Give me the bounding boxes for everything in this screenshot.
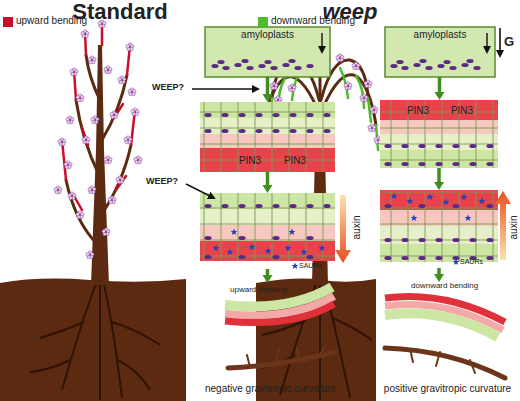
arrow-shaft <box>266 269 270 276</box>
node-label: SAURs <box>460 258 498 266</box>
node-label: PIN3 <box>275 155 315 166</box>
arrow-head <box>434 274 444 282</box>
amyloplast-box: amyloplasts <box>205 27 330 77</box>
arrow-head <box>434 182 444 190</box>
node-label: PIN3 <box>442 105 482 116</box>
arrow-shaft <box>437 168 441 183</box>
gravity-label: G <box>504 35 518 49</box>
node-label: upward bending <box>230 286 310 295</box>
flow-arrow <box>263 77 273 102</box>
legend-swatch <box>258 17 268 27</box>
legend-text: upward bending <box>16 15 87 26</box>
arrow-head <box>263 94 273 102</box>
arrow-head <box>263 185 273 193</box>
node-label: PIN3 <box>398 105 438 116</box>
legend-text: downward bending <box>271 15 355 26</box>
cell-layer-box: SAURs <box>380 190 498 268</box>
flow-arrow <box>434 168 444 190</box>
flow-arrow <box>263 172 273 193</box>
amyloplast-box: amyloplasts <box>385 27 495 77</box>
curvature-caption: negative gravitropic curvature <box>205 383 335 394</box>
flow-arrow <box>434 268 444 282</box>
gradient-label: auxin <box>508 208 519 248</box>
bending-tissue: downward bending <box>383 282 495 337</box>
arrow-shaft <box>437 268 441 275</box>
cell-layer-box: SAURs <box>200 193 335 269</box>
cell-layer-box: PIN3 PIN3 <box>200 102 335 172</box>
regulator-label: WEEP? <box>152 83 192 93</box>
regulator-label: WEEP? <box>146 177 186 187</box>
arrow-head <box>263 275 273 283</box>
node-label: PIN3 <box>230 155 270 166</box>
curvature-caption: positive gravitropic curvature <box>380 383 515 394</box>
node-label: downward bending <box>411 282 501 291</box>
flow-arrow <box>263 269 273 283</box>
arrow-shaft <box>438 77 442 93</box>
flow-arrow <box>435 77 445 100</box>
node-label: amyloplasts <box>205 29 330 40</box>
node-label: amyloplasts <box>385 29 495 40</box>
legend-swatch <box>3 17 13 27</box>
node-label: SAURs <box>299 262 335 270</box>
cell-layer-box: PIN3 PIN3 <box>380 100 498 168</box>
arrow-head <box>435 92 445 100</box>
gradient-label: auxin <box>351 208 362 248</box>
arrow-shaft <box>266 77 270 95</box>
bending-tissue: upward bending <box>212 283 323 333</box>
arrow-shaft <box>266 172 270 186</box>
